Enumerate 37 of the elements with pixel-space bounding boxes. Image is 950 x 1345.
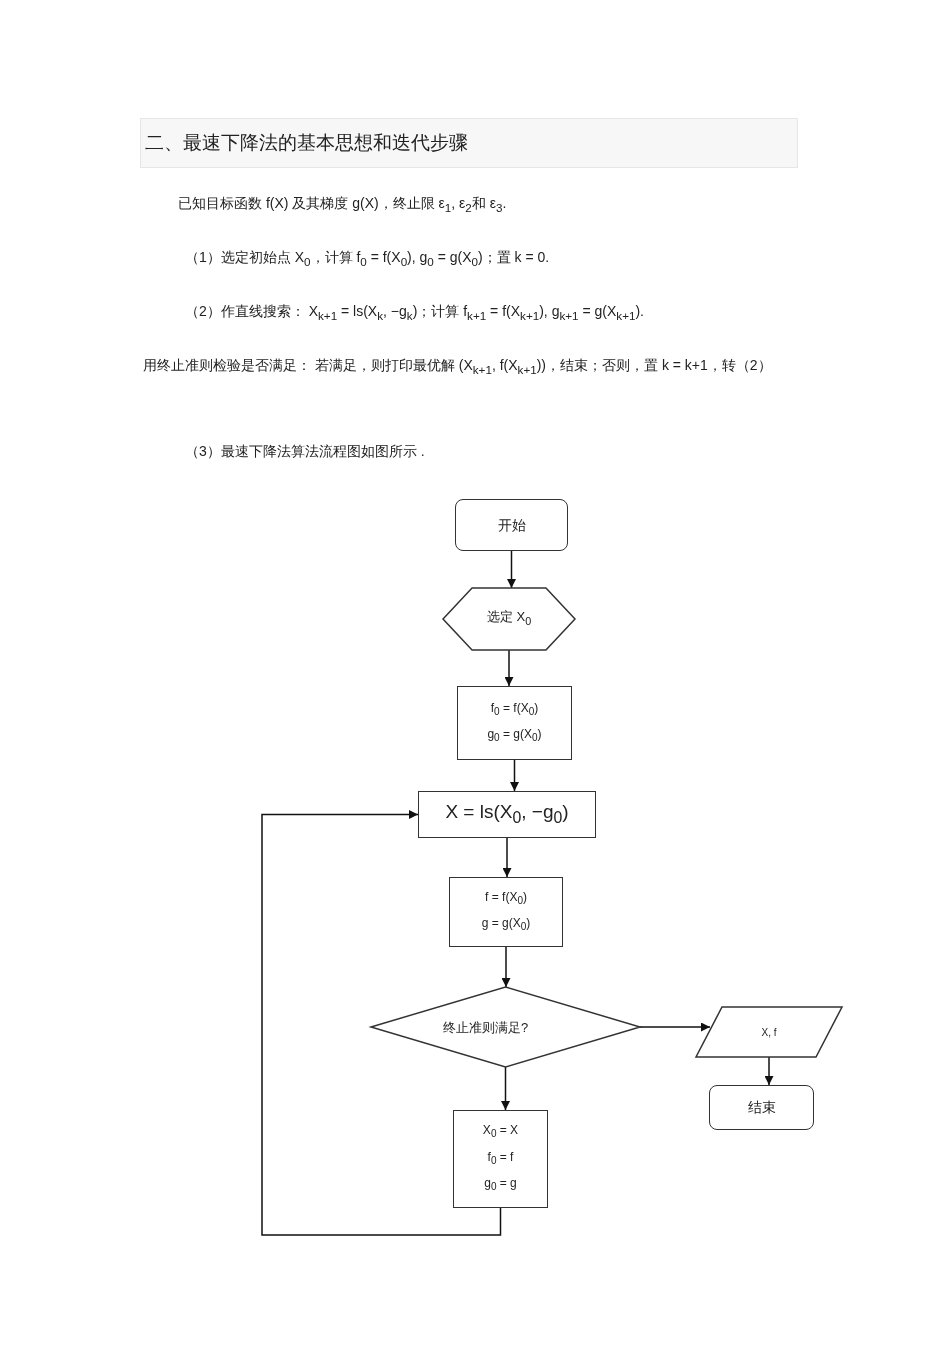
arrow	[764, 1056, 774, 1086]
process-box	[457, 686, 572, 760]
arrow	[501, 1066, 510, 1111]
arrow	[502, 837, 512, 878]
node-text: X, f	[761, 1025, 777, 1040]
paragraph-text: 用终止准则检验是否满足： 若满足，则打印最优解 (X$_{k+1}$, f(X$_{k+1}$))，结束；否则，置 k = k+1，转（2）	[143, 356, 773, 378]
process-box	[418, 791, 596, 838]
decision-diamond	[371, 987, 640, 1067]
node-text: 终止准则满足?	[442, 1018, 529, 1037]
paragraph-text: （1）选定初始点 X$_{0}$，计算 f$_{0}$ = f(X$_{0}$), g$_{0}$ = g(X$_{0}$)；置 k = 0.	[185, 248, 550, 270]
paragraph-text: （3）最速下降法算法流程图如图所示 .	[185, 442, 425, 461]
arrow	[639, 1022, 711, 1032]
process-box	[453, 1110, 548, 1208]
preparation-hexagon	[443, 588, 575, 650]
node-text: X$_{0}$ = X	[482, 1122, 519, 1142]
node-text: X = ls(X$_{0}$, −g$_{0}$)	[445, 800, 569, 828]
paragraph-text: 已知目标函数 f(X) 及其梯度 g(X)，终止限 ε$_{1}$, ε$_{2}$和 ε$_{3}$.	[178, 194, 507, 216]
arrow	[261, 810, 502, 1236]
node-text: 结束	[747, 1098, 776, 1117]
node-text: 选定 X$_{0}$	[486, 608, 532, 629]
process-box	[449, 877, 563, 947]
node-text: f$_{0}$ = f(X$_{0}$)	[490, 699, 539, 719]
node-text: g = g(X$_{0}$)	[481, 915, 531, 935]
node-text: f = f(X$_{0}$)	[485, 888, 527, 908]
arrow	[504, 649, 514, 687]
paragraph-text: （2）作直线搜索： X$_{k+1}$ = ls(X$_{k}$, −g$_{k}$)；计算 f$_{k+1}$ = f(X$_{k+1}$), g$_{k+1}$ = g(X$_{k+1}$).	[185, 302, 644, 324]
node-text: g$_{0}$ = g(X$_{0}$)	[487, 726, 542, 746]
output-parallelogram	[696, 1007, 842, 1057]
node-text: g$_{0}$ = g	[484, 1175, 517, 1195]
node-text: f$_{0}$ = f	[487, 1148, 514, 1169]
node-text: 开始	[497, 515, 526, 535]
section-heading: 二、最速下降法的基本思想和迭代步骤	[140, 118, 798, 168]
terminal-box	[455, 499, 568, 551]
arrow	[510, 759, 519, 792]
arrow	[501, 946, 511, 988]
arrow	[507, 550, 516, 589]
terminal-box	[709, 1085, 814, 1130]
